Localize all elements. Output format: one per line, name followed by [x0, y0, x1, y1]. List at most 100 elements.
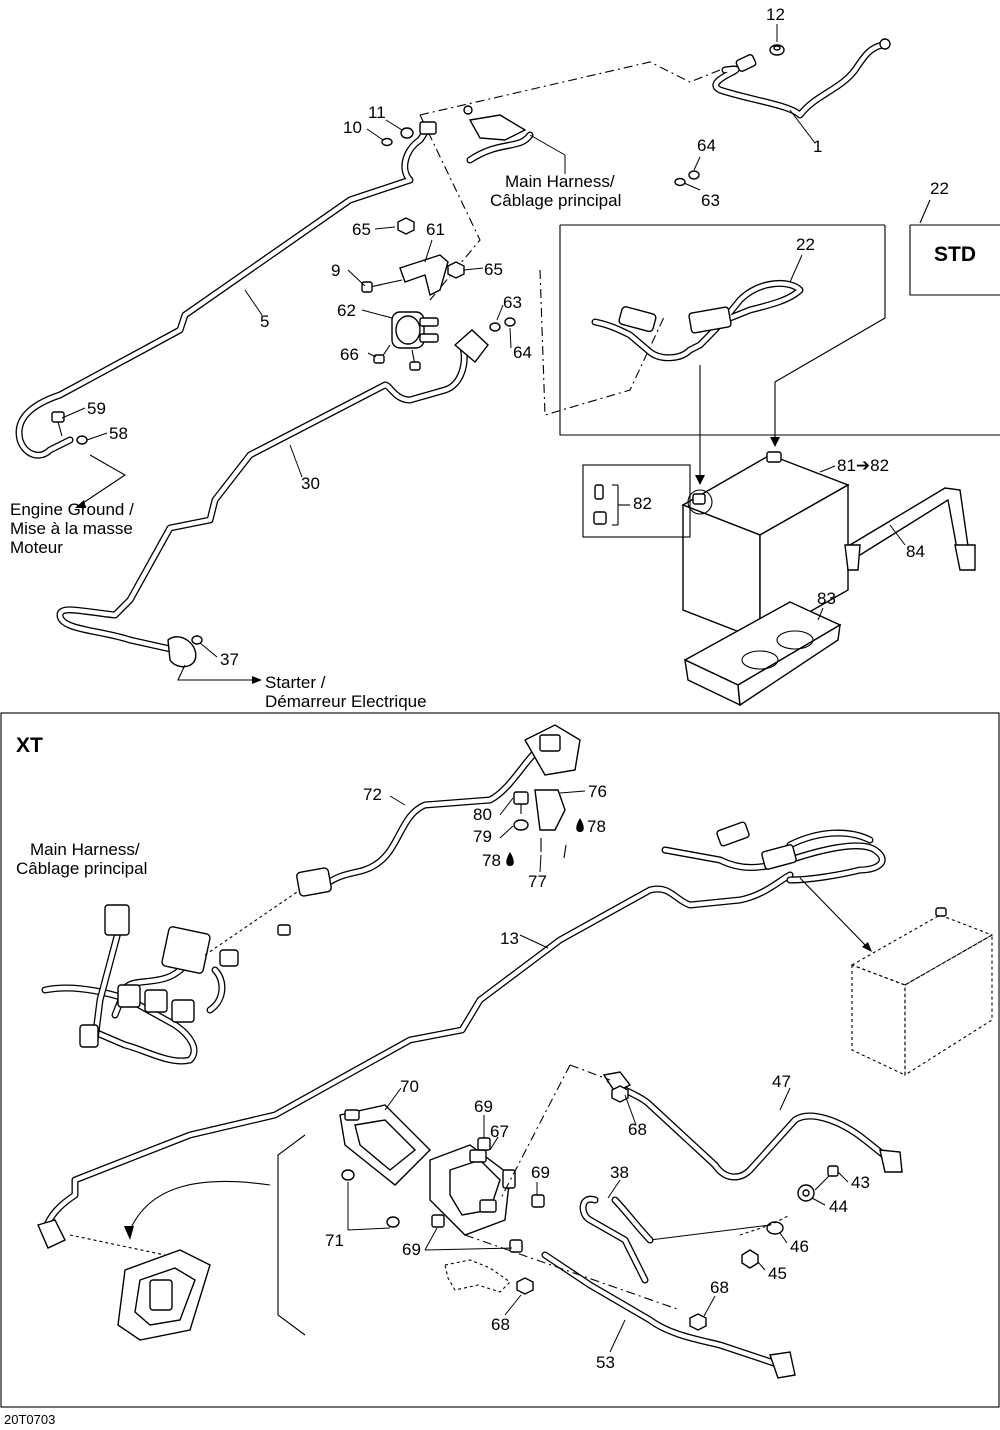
- drop-78-a: [576, 818, 584, 832]
- callout-9: 9: [331, 261, 340, 280]
- label-engine-ground-2: Mise à la masse: [10, 519, 133, 538]
- battery-strap-84: [844, 487, 976, 571]
- arrow-to-module: [129, 1180, 271, 1231]
- callout-53: 53: [596, 1353, 615, 1372]
- hardware-box-82: [582, 464, 691, 538]
- bracket-76: [534, 789, 566, 831]
- arrowhead-battery-2: [695, 475, 705, 485]
- callout-22-a: 22: [930, 179, 949, 198]
- dashdot-path-diag: [419, 114, 481, 301]
- callout-5: 5: [260, 312, 269, 331]
- label-main-harness-top-1: Main Harness/: [505, 172, 615, 191]
- section-title-xt: XT: [16, 734, 43, 757]
- washer-58: [76, 435, 88, 445]
- callout-68-b: 68: [491, 1315, 510, 1334]
- washer-63-b: [489, 322, 501, 332]
- callout-46: 46: [790, 1237, 809, 1256]
- callout-62: 62: [337, 301, 356, 320]
- callout-38: 38: [610, 1163, 629, 1182]
- callout-1: 1: [813, 137, 822, 156]
- battery-std: [681, 451, 850, 642]
- small-clip: [277, 924, 291, 936]
- bolt-69-c: [431, 1214, 445, 1228]
- callout-69-c: 69: [402, 1240, 421, 1259]
- cable-22: [591, 279, 804, 362]
- callout-79: 79: [473, 827, 492, 846]
- nut-65-b: [447, 261, 465, 279]
- bracket-70: [339, 1104, 431, 1186]
- callout-65-a: 65: [352, 220, 371, 239]
- callout-80: 80: [473, 805, 492, 824]
- std-leader-22: [919, 199, 931, 224]
- nut-64-b: [504, 317, 516, 327]
- section-title-std: STD: [934, 243, 976, 266]
- lockwasher-44: [797, 1184, 815, 1202]
- nut-11: [400, 127, 414, 139]
- callout-63-a: 63: [701, 191, 720, 210]
- cable-47: [602, 1071, 903, 1181]
- solenoid-62: [391, 311, 439, 349]
- main-harness-xt: [41, 904, 239, 1065]
- nut-68-a: [611, 1085, 629, 1103]
- battery-xt: [850, 907, 994, 1076]
- bolt-80: [513, 791, 529, 814]
- arrowhead-battery-1: [770, 437, 780, 447]
- cable-30: [56, 329, 489, 668]
- washer-79: [513, 819, 529, 831]
- nut-68-c: [689, 1313, 707, 1331]
- callout-77: 77: [528, 872, 547, 891]
- callout-59: 59: [87, 399, 106, 418]
- arrow-xt-battery: [799, 877, 869, 949]
- ghost-bracket: [444, 1259, 511, 1293]
- label-main-harness-xt-1: Main Harness/: [30, 840, 140, 859]
- cable-5: [15, 121, 437, 459]
- callout-72: 72: [363, 785, 382, 804]
- xt-inset-dash: [69, 1234, 166, 1256]
- callout-68-a: 68: [628, 1120, 647, 1139]
- bolt-43: [814, 1165, 839, 1191]
- callout-69-a: 69: [474, 1097, 493, 1116]
- screw-9: [361, 279, 403, 293]
- callout-69-b: 69: [531, 1163, 550, 1182]
- bolt-69-b: [531, 1194, 545, 1208]
- arrowhead-module: [124, 1226, 134, 1240]
- cable-53: [541, 1251, 796, 1379]
- nut-45: [741, 1249, 759, 1269]
- label-engine-ground-3: Moteur: [10, 538, 63, 557]
- nut-65-a: [397, 217, 415, 235]
- dash-harness-to-72: [204, 889, 301, 956]
- screw-66-b: [409, 349, 421, 371]
- washer-63-a: [674, 177, 686, 187]
- callout-37: 37: [220, 650, 239, 669]
- callout-11: 11: [368, 103, 386, 122]
- callout-43: 43: [851, 1173, 870, 1192]
- leaders-xt: [347, 790, 849, 1353]
- bolt-59: [51, 411, 65, 437]
- cable-72: [296, 744, 544, 897]
- callout-65-b: 65: [484, 260, 503, 279]
- module-bottom-left: [117, 1249, 211, 1341]
- cable-13: [37, 871, 794, 1249]
- callout-71: 71: [325, 1231, 344, 1250]
- cable-1: [712, 38, 891, 119]
- callout-61: 61: [426, 220, 445, 239]
- cable-38: [579, 1195, 654, 1284]
- nut-37: [191, 635, 203, 645]
- callout-22-b: 22: [796, 235, 815, 254]
- callout-30: 30: [301, 474, 320, 493]
- label-starter-2: Démarreur Electrique: [265, 692, 427, 711]
- callout-81: 81➔82: [837, 456, 889, 475]
- screw-77-b: [563, 844, 567, 859]
- callout-67: 67: [490, 1122, 509, 1141]
- callout-58: 58: [109, 424, 128, 443]
- washer-46: [766, 1221, 784, 1235]
- nut-64-a: [688, 170, 700, 180]
- callout-47: 47: [772, 1072, 791, 1091]
- relay-72: [524, 724, 581, 776]
- screw-66-a: [373, 344, 391, 364]
- main-harness-connector-top: [463, 105, 534, 164]
- callout-10: 10: [343, 118, 362, 137]
- callout-45: 45: [768, 1264, 787, 1283]
- xt-frame: [0, 712, 1000, 1408]
